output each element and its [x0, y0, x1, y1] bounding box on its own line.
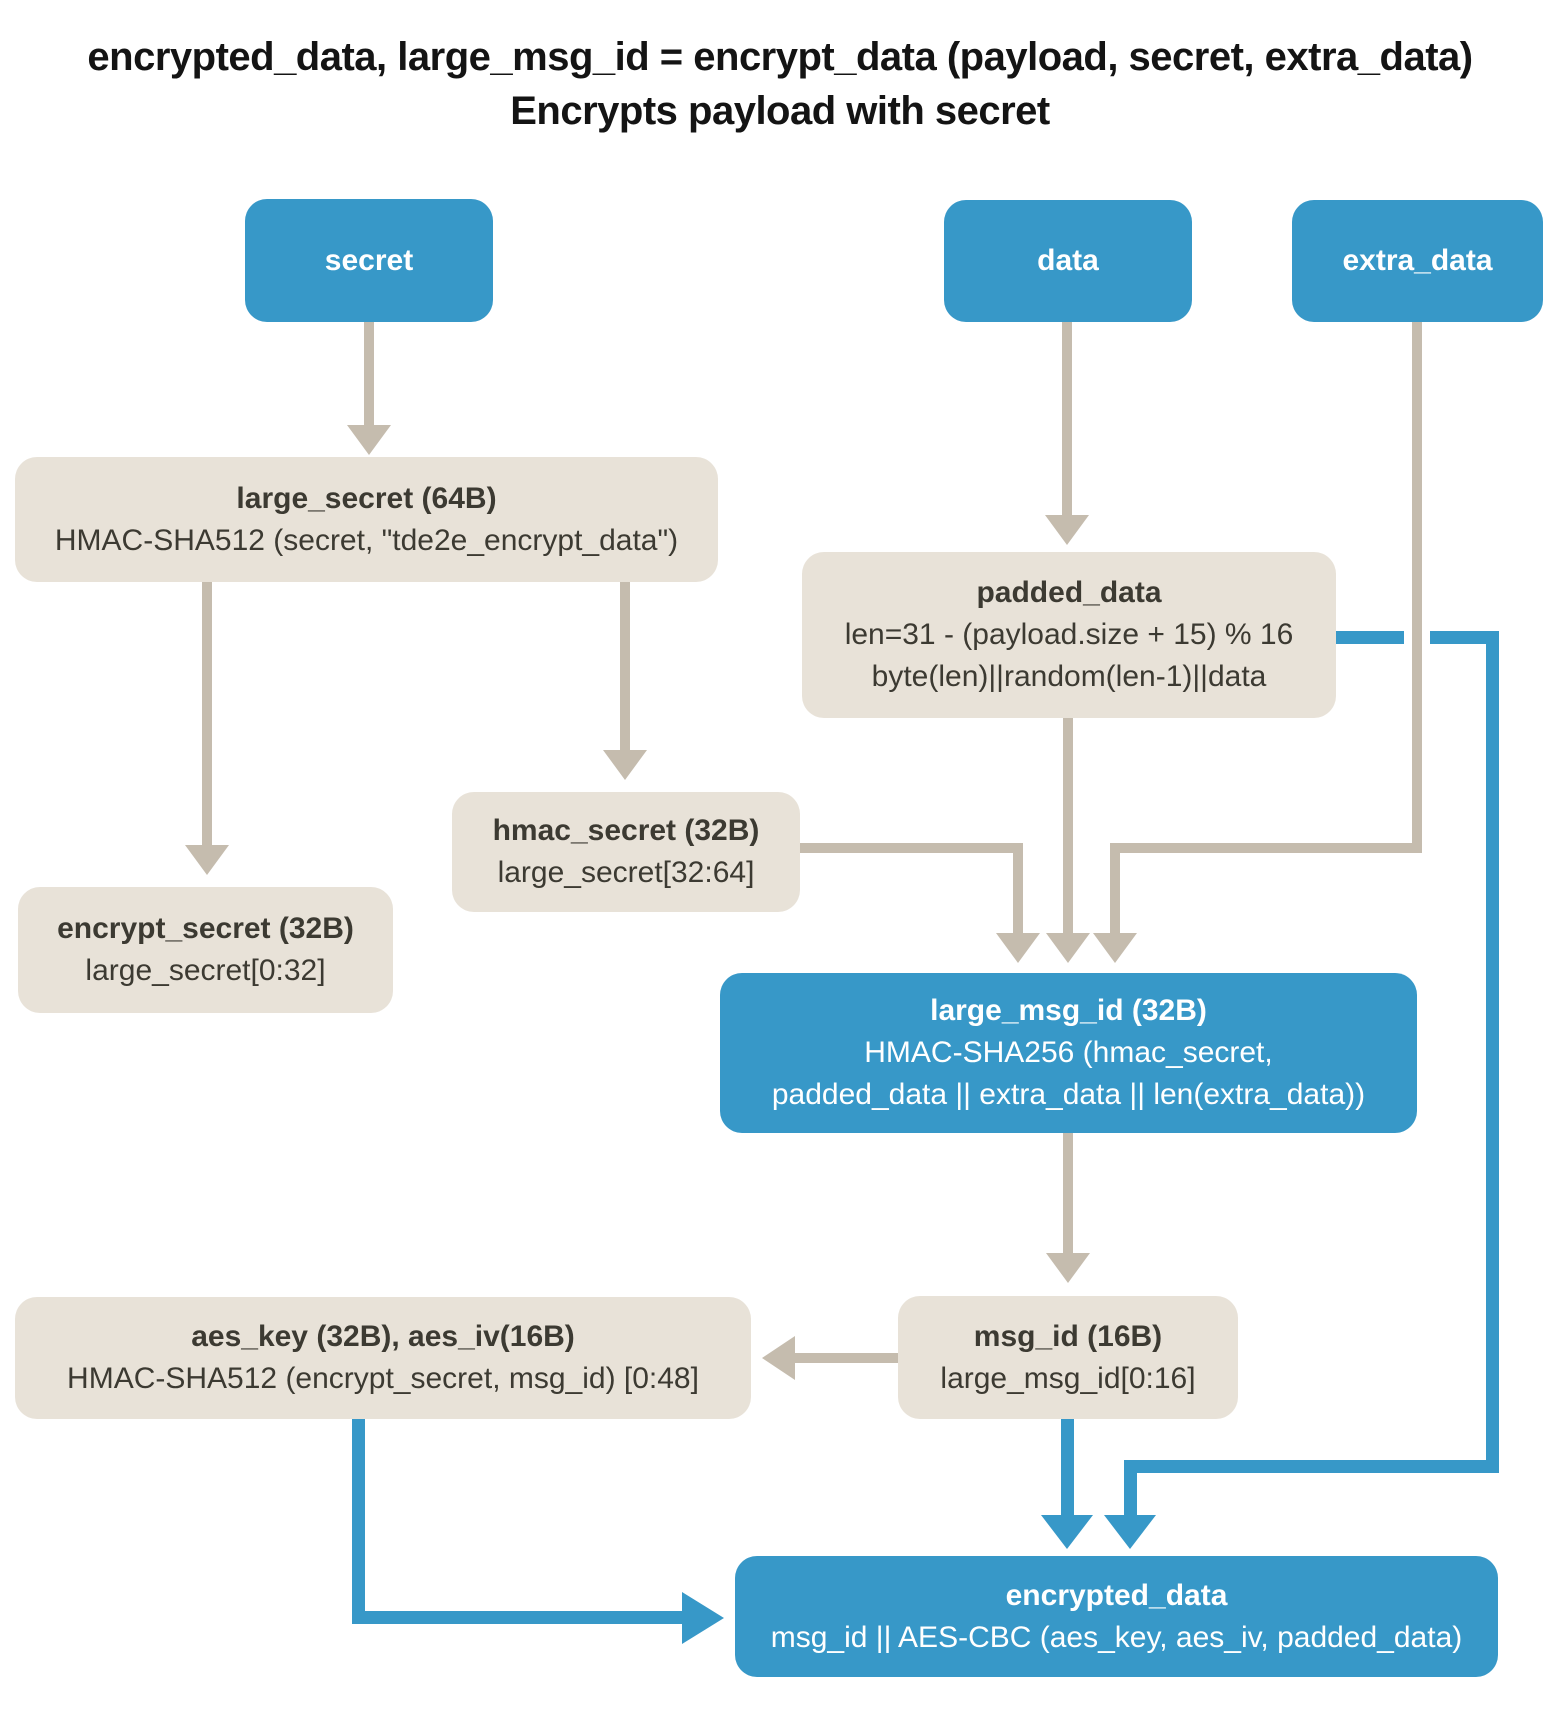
arrow-large-secret-to-hmac-secret-head: [603, 750, 647, 780]
node-secret-title: secret: [324, 243, 414, 277]
node-encrypted-data: encrypted_data msg_id || AES-CBC (aes_ke…: [735, 1556, 1498, 1677]
node-extra-data-title: extra_data: [1342, 244, 1493, 277]
flow-padded-data-right-vline: [1486, 631, 1499, 1473]
flow-msg-id-to-encrypted-data-line: [1061, 1419, 1074, 1515]
node-msg-id-title: msg_id (16B): [973, 1319, 1163, 1353]
node-encrypted-data-formula: msg_id || AES-CBC (aes_key, aes_iv, padd…: [770, 1620, 1463, 1654]
node-hmac-secret-title: hmac_secret (32B): [492, 814, 760, 847]
node-msg-id: msg_id (16B) large_msg_id[0:16]: [898, 1296, 1238, 1419]
node-encrypt-secret: encrypt_secret (32B) large_secret[0:32]: [18, 887, 393, 1013]
node-aes-key-title: aes_key (32B), aes_iv(16B): [191, 1320, 575, 1353]
node-hmac-secret: hmac_secret (32B) large_secret[32:64]: [452, 792, 800, 912]
node-large-msg-id-title: large_msg_id (32B): [930, 994, 1207, 1027]
node-large-msg-id-formula-1: HMAC-SHA256 (hmac_secret,: [864, 1036, 1273, 1069]
arrow-secret-to-large-secret-line: [364, 322, 374, 425]
node-encrypt-secret-title: encrypt_secret (32B): [57, 912, 354, 945]
arrow-extra-data-to-large-msg-id-head: [1093, 933, 1137, 963]
arrow-data-to-padded-data-line: [1062, 322, 1072, 515]
arrow-large-secret-to-encrypt-secret-line: [202, 582, 212, 845]
arrow-large-msg-id-to-msg-id-head: [1046, 1253, 1090, 1283]
arrow-extra-data-to-large-msg-id-hline: [1110, 843, 1422, 853]
arrow-padded-data-to-large-msg-id-line: [1063, 718, 1073, 933]
node-padded-data-formula-2: byte(len)||random(len-1)||data: [871, 660, 1267, 693]
node-padded-data: padded_data len=31 - (payload.size + 15)…: [802, 552, 1336, 718]
title-line-1: encrypted_data, large_msg_id = encrypt_d…: [87, 35, 1473, 79]
node-encrypt-secret-formula: large_secret[0:32]: [85, 954, 326, 987]
diagram-title: encrypted_data, large_msg_id = encrypt_d…: [0, 30, 1560, 138]
node-large-secret: large_secret (64B) HMAC-SHA512 (secret, …: [15, 457, 718, 582]
arrow-secret-to-large-secret-head: [347, 425, 391, 455]
node-msg-id-formula: large_msg_id[0:16]: [940, 1361, 1196, 1395]
arrow-msg-id-to-aes-key-head: [762, 1336, 795, 1380]
arrow-msg-id-to-aes-key-line: [795, 1353, 898, 1363]
node-large-secret-formula: HMAC-SHA512 (secret, "tde2e_encrypt_data…: [54, 523, 679, 557]
node-data-title: data: [1037, 244, 1099, 277]
flow-msg-id-to-encrypted-data-head: [1041, 1515, 1093, 1549]
arrow-large-msg-id-to-msg-id-line: [1063, 1133, 1073, 1253]
flow-padded-data-right-hline-1: [1336, 631, 1404, 644]
node-padded-data-title: padded_data: [976, 576, 1162, 609]
flow-aes-key-to-encrypted-data-head: [682, 1592, 724, 1644]
arrow-large-secret-to-encrypt-secret-head: [185, 845, 229, 875]
arrow-hmac-secret-to-large-msg-id-hline: [800, 843, 1023, 853]
node-data: data: [944, 200, 1192, 322]
node-aes-key-formula: HMAC-SHA512 (encrypt_secret, msg_id) [0:…: [67, 1362, 699, 1395]
arrow-extra-data-to-large-msg-id-vline-1: [1412, 322, 1422, 853]
arrow-hmac-secret-to-large-msg-id-head: [996, 933, 1040, 963]
node-padded-data-formula-1: len=31 - (payload.size + 15) % 16: [844, 618, 1294, 651]
node-large-msg-id-formula-2: padded_data || extra_data || len(extra_d…: [771, 1078, 1366, 1111]
node-large-msg-id: large_msg_id (32B) HMAC-SHA256 (hmac_sec…: [720, 973, 1417, 1133]
arrow-extra-data-to-large-msg-id-vline-2: [1110, 843, 1120, 933]
flow-padded-data-right-hline-2: [1430, 631, 1499, 644]
flow-aes-key-vline: [352, 1419, 365, 1624]
node-secret: secret: [245, 199, 493, 322]
arrow-hmac-secret-to-large-msg-id-vline: [1013, 843, 1023, 933]
flow-padded-data-drop-vline: [1124, 1460, 1137, 1515]
arrow-data-to-padded-data-head: [1045, 515, 1089, 545]
node-hmac-secret-formula: large_secret[32:64]: [497, 856, 755, 889]
node-encrypted-data-title: encrypted_data: [1005, 1578, 1228, 1612]
node-extra-data: extra_data: [1292, 200, 1543, 322]
node-aes-key: aes_key (32B), aes_iv(16B) HMAC-SHA512 (…: [15, 1297, 751, 1419]
node-large-secret-title: large_secret (64B): [236, 481, 497, 515]
title-line-2: Encrypts payload with secret: [510, 89, 1050, 133]
flow-padded-data-to-encrypted-data-head: [1104, 1515, 1156, 1549]
arrow-padded-data-to-large-msg-id-head: [1046, 933, 1090, 963]
flow-aes-key-hline: [352, 1611, 682, 1624]
arrow-large-secret-to-hmac-secret-line: [620, 582, 630, 750]
flow-padded-data-bottom-hline: [1124, 1460, 1499, 1473]
